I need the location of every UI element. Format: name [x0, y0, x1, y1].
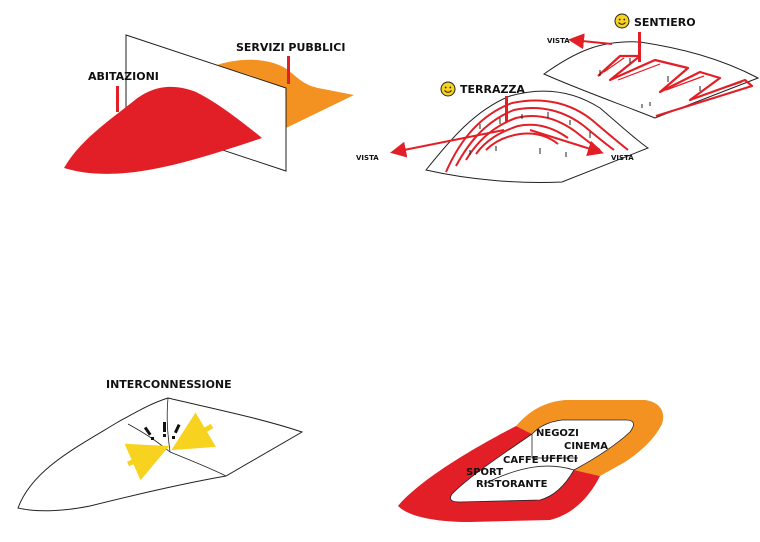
interconnection-fold-2	[169, 451, 227, 477]
view-arrow-left	[390, 129, 505, 158]
smiley-icon	[440, 81, 456, 97]
path-label: SENTIERO	[634, 16, 696, 29]
path-zigzag-inner	[603, 57, 743, 97]
ring-division-2	[483, 465, 575, 485]
ring-red	[398, 426, 600, 522]
ring-division-1	[531, 434, 578, 459]
arrow-icon	[124, 443, 170, 481]
label-offices: UFFICI	[541, 454, 578, 465]
terrace-plateau	[425, 90, 650, 183]
panel-functions-ring: NEGOZI CINEMA CAFFE UFFICI SPORT RISTORA…	[398, 400, 664, 522]
view-label-left: VISTA	[356, 154, 379, 162]
terrace-ticks	[469, 58, 701, 157]
interconnection-terrain	[17, 397, 304, 512]
view-label-right: VISTA	[611, 154, 634, 162]
view-arrow-right	[529, 129, 604, 157]
panel-housing-services: ABITAZIONI SERVIZI PUBBLICI	[64, 34, 354, 174]
label-cafe: CAFFE	[503, 455, 539, 466]
label-cinema: CINEMA	[564, 441, 608, 452]
smiley-icon	[614, 13, 630, 29]
path-pointer	[638, 32, 641, 62]
public-services-shape	[214, 59, 354, 129]
panel-interconnection: INTERCONNESSIONE	[17, 378, 304, 512]
services-pointer	[287, 56, 290, 84]
label-restaurant: RISTORANTE	[476, 479, 548, 490]
terrace-label: TERRAZZA	[460, 83, 525, 96]
interconnection-fold-3	[166, 397, 171, 453]
view-arrow-top	[568, 33, 613, 50]
exclamation-icon	[143, 422, 181, 440]
arrow-icon	[171, 412, 217, 451]
interconnection-label: INTERCONNESSIONE	[106, 378, 232, 391]
label-shops: NEGOZI	[536, 428, 579, 439]
housing-pointer	[116, 86, 119, 112]
public-services-label: SERVIZI PUBBLICI	[236, 41, 345, 54]
path-plateau	[542, 41, 760, 119]
label-sport: SPORT	[466, 467, 503, 478]
terrace-pointer	[505, 96, 508, 122]
housing-label: ABITAZIONI	[88, 70, 159, 83]
view-label-top: VISTA	[547, 37, 570, 45]
housing-shape	[64, 86, 262, 174]
panel-terrace-path: SENTIERO TERRAZZA VISTA VISTA VISTA	[356, 13, 760, 183]
ring-orange	[516, 400, 664, 476]
